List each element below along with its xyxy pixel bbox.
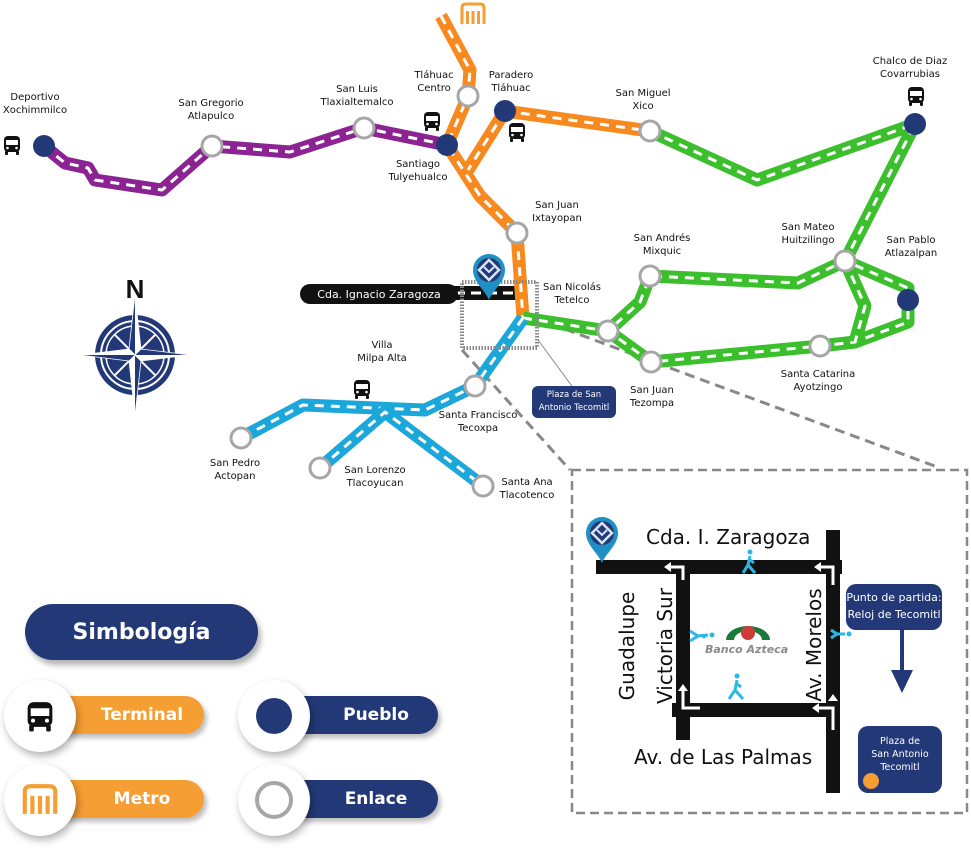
compass-rose: N	[79, 274, 191, 416]
enlace-ring-icon	[238, 764, 310, 836]
pedestrian-icon	[689, 629, 715, 643]
bus-icon	[424, 112, 440, 131]
bus-icon	[509, 123, 525, 142]
bus-icon	[908, 87, 924, 106]
bank-label: Banco Azteca	[705, 643, 789, 656]
plaza-marker-icon	[863, 773, 879, 789]
line-purple	[39, 121, 449, 197]
station-enlace-marker[interactable]	[308, 456, 332, 480]
legend-item-metro: Metro	[4, 764, 204, 836]
location-pin-icon	[584, 515, 620, 565]
station-enlace-marker[interactable]	[200, 134, 224, 158]
metro-icon	[4, 764, 76, 836]
bus-icon	[354, 380, 370, 399]
inset-street-top: Cda. I. Zaragoza	[646, 525, 811, 549]
plaza-box: Plaza de San Antonio Tecomitl	[858, 726, 942, 793]
inset-street-left-1: Guadalupe	[615, 591, 639, 701]
inset-street-right: Av. Morelos	[802, 588, 826, 702]
pedestrian-icon	[727, 673, 745, 700]
inset-connector	[460, 316, 941, 472]
inset-street-bottom: Av. de Las Palmas	[634, 745, 813, 769]
pueblo-dot-icon	[238, 680, 310, 752]
station-pueblo-marker[interactable]	[436, 134, 458, 156]
plaza-tag: Plaza de San Antonio Tecomitl	[532, 386, 616, 418]
inset-box	[570, 468, 969, 815]
station-enlace-marker[interactable]	[456, 84, 480, 108]
metro-icon	[460, 2, 486, 24]
plaza-box-line-3: Tecomitl	[880, 762, 920, 773]
station-enlace-marker[interactable]	[596, 319, 620, 343]
start-box-line-2: Reloj de Tecomitl	[847, 608, 941, 621]
legend-title: Simbología	[25, 604, 258, 660]
line-blue	[237, 314, 529, 492]
station-enlace-marker[interactable]	[808, 334, 832, 358]
station-enlace-marker[interactable]	[505, 221, 529, 245]
plaza-box-line-1: Plaza de	[880, 736, 920, 747]
start-point-box: Punto de partida: Reloj de Tecomitl	[846, 584, 942, 630]
inset-street-left-2: Victoria Sur	[653, 588, 677, 704]
banco-azteca-logo	[726, 626, 770, 640]
station-enlace-marker[interactable]	[638, 119, 662, 143]
station-pueblo-marker[interactable]	[494, 100, 516, 122]
pedestrian-icon	[741, 549, 757, 574]
station-enlace-marker[interactable]	[639, 350, 663, 374]
inset-street-map	[596, 530, 842, 793]
plaza-tag-text: Plaza de San Antonio Tecomitl	[538, 390, 610, 413]
station-enlace-marker[interactable]	[833, 249, 857, 273]
legend-item-terminal: Terminal	[4, 680, 204, 752]
station-enlace-marker[interactable]	[638, 264, 662, 288]
pedestrian-icon	[830, 628, 852, 640]
station-pueblo-marker[interactable]	[33, 135, 55, 157]
legend-item-enlace: Enlace	[238, 764, 438, 836]
legend-item-pueblo: Pueblo	[238, 680, 438, 752]
line-green	[522, 117, 922, 369]
street-name-tag: Cda. Ignacio Zaragoza	[300, 284, 458, 304]
station-pueblo-marker[interactable]	[904, 113, 926, 135]
direction-arrow-icon	[891, 625, 913, 693]
station-enlace-marker[interactable]	[463, 374, 487, 398]
start-box-line-1: Punto de partida:	[846, 591, 942, 604]
north-label: N	[126, 274, 145, 304]
plaza-box-line-2: San Antonio	[871, 749, 929, 760]
station-enlace-marker[interactable]	[352, 116, 376, 140]
station-enlace-marker[interactable]	[229, 426, 253, 450]
line-orange	[435, 12, 651, 319]
station-enlace-marker[interactable]	[471, 474, 495, 498]
station-pueblo-marker[interactable]	[897, 289, 919, 311]
bus-icon	[4, 680, 76, 752]
bus-icon	[4, 136, 20, 155]
